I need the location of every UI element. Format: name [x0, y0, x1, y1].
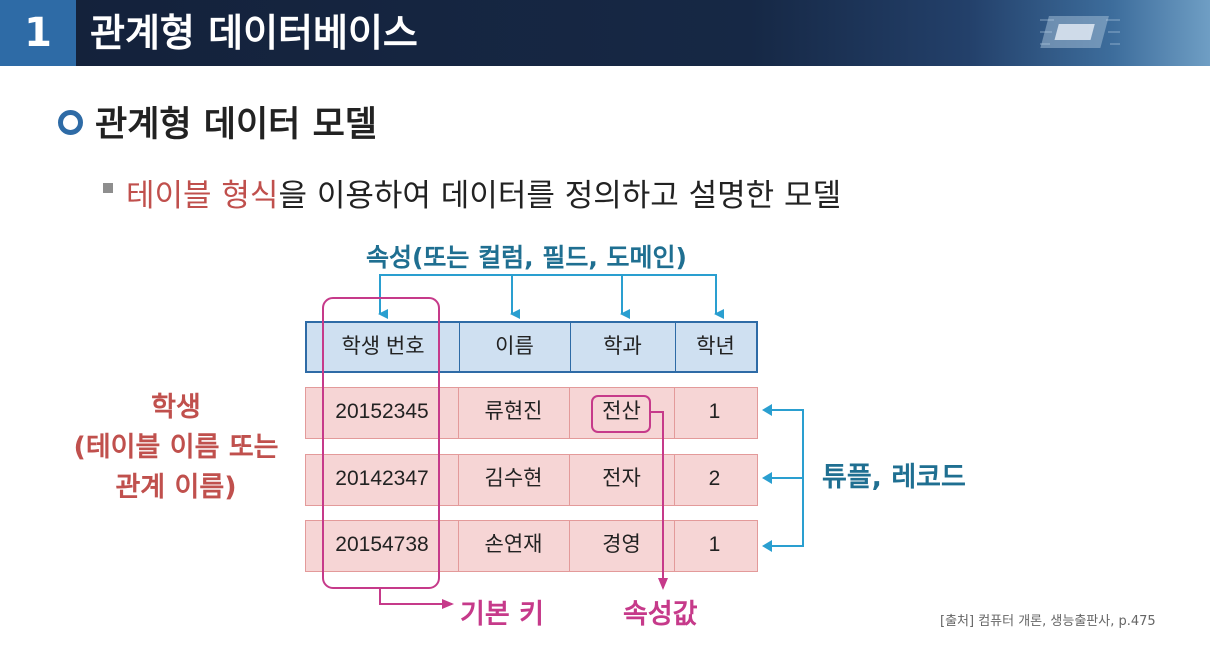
description-highlight: 테이블 형식 [126, 178, 279, 214]
column-divider [674, 521, 675, 571]
table-cell: 손연재 [484, 533, 543, 556]
column-divider [570, 323, 571, 371]
table-cell: 류현진 [484, 400, 543, 423]
column-divider [459, 323, 460, 371]
column-divider [569, 521, 570, 571]
tuple-bracket [762, 404, 804, 552]
column-divider [458, 521, 459, 571]
column-divider [569, 455, 570, 505]
primary-key-highlight [322, 297, 454, 609]
column-divider [458, 455, 459, 505]
relation-label-line: (테이블 이름 또는 [73, 432, 279, 463]
column-header: 학과 [603, 335, 642, 358]
table-row: 20152345 류현진 전산 1 [305, 387, 758, 439]
column-divider [458, 388, 459, 438]
attribute-bracket [378, 274, 724, 319]
section-heading: 관계형 데이터 모델 [95, 105, 377, 145]
attribute-value-label: 속성값 [623, 599, 698, 630]
attribute-value-highlight [591, 395, 668, 590]
section-number: 1 [24, 10, 52, 56]
page-title: 관계형 데이터베이스 [90, 11, 418, 55]
relation-label: 학생 (테이블 이름 또는 관계 이름) [58, 388, 294, 508]
column-header: 학생 번호 [341, 335, 425, 358]
table-cell: 20142347 [335, 467, 429, 490]
table-header: 학생 번호 이름 학과 학년 [305, 321, 758, 373]
table-cell: 경영 [602, 533, 641, 556]
table-cell: 1 [708, 400, 721, 423]
table-cell: 1 [708, 533, 721, 556]
table-cell: 전산 [602, 400, 641, 423]
chip-icon [1040, 16, 1120, 48]
primary-key-label: 기본 키 [460, 599, 544, 630]
table-cell: 김수현 [484, 467, 543, 490]
column-header: 학년 [696, 335, 735, 358]
description-rest: 을 이용하여 데이터를 정의하고 설명한 모델 [278, 178, 842, 214]
column-divider [675, 323, 676, 371]
relation-label-line: 관계 이름) [115, 472, 237, 503]
table-cell: 2 [708, 467, 721, 490]
description-text: 테이블 형식을 이용하여 데이터를 정의하고 설명한 모델 [126, 170, 841, 215]
column-divider [674, 388, 675, 438]
section-number-box: 1 [0, 0, 76, 66]
header-bar [0, 0, 1210, 66]
tuple-label: 튜플, 레코드 [822, 462, 966, 493]
column-divider [569, 388, 570, 438]
table-row: 20142347 김수현 전자 2 [305, 454, 758, 506]
table-cell: 20154738 [335, 533, 429, 556]
column-header: 이름 [495, 335, 534, 358]
attribute-label: 속성(또는 컬럼, 필드, 도메인) [366, 243, 687, 272]
table-row: 20154738 손연재 경영 1 [305, 520, 758, 572]
circle-bullet-icon [58, 110, 83, 135]
column-divider [674, 455, 675, 505]
source-citation: [출처] 컴퓨터 개론, 생능출판사, p.475 [940, 614, 1156, 629]
table-cell: 20152345 [335, 400, 429, 423]
table-cell: 전자 [602, 467, 641, 490]
square-bullet-icon [103, 183, 113, 193]
relation-label-line: 학생 [151, 392, 201, 423]
